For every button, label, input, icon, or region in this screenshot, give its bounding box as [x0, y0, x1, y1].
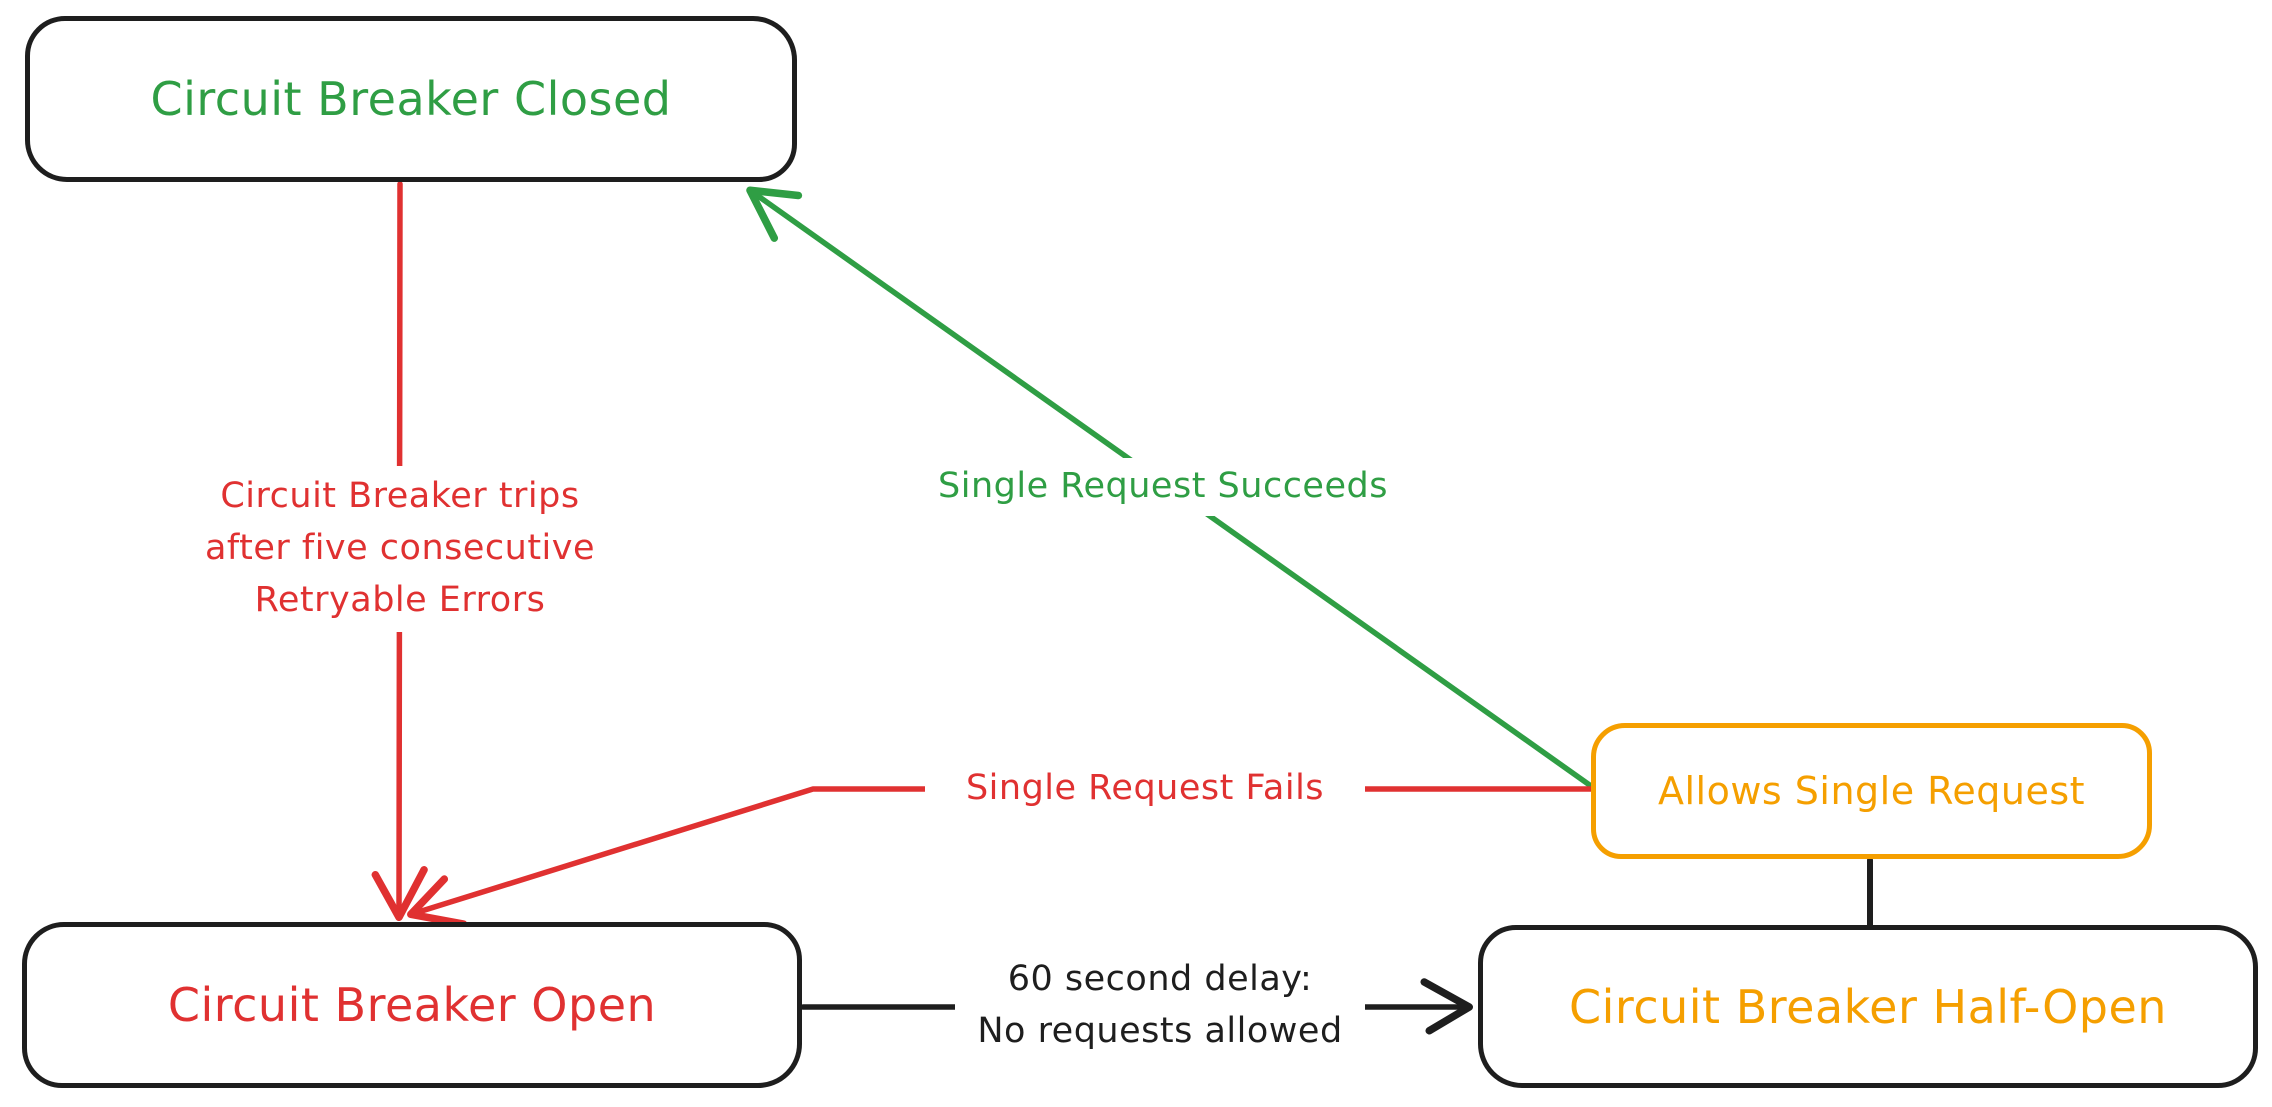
edge-trips-label: Circuit Breaker trips after five consecu…: [150, 466, 650, 632]
node-circuit-breaker-half-open-label: Circuit Breaker Half-Open: [1569, 979, 2167, 1034]
node-circuit-breaker-closed: Circuit Breaker Closed: [25, 16, 797, 182]
edge-delay-label: 60 second delay: No requests allowed: [955, 952, 1365, 1060]
edge-delay-label-line-1: 60 second delay:: [1007, 959, 1313, 1000]
node-circuit-breaker-open: Circuit Breaker Open: [22, 922, 802, 1088]
edge-trips-label-line-1: Circuit Breaker trips: [220, 476, 580, 517]
node-allows-single-request: Allows Single Request: [1591, 723, 2152, 859]
edge-succeeds-label: Single Request Succeeds: [913, 458, 1413, 516]
edge-trips-label-line-3: Retryable Errors: [254, 579, 546, 620]
edge-delay-label-line-2: No requests allowed: [977, 1011, 1343, 1051]
node-circuit-breaker-half-open: Circuit Breaker Half-Open: [1478, 925, 2258, 1088]
node-circuit-breaker-closed-label: Circuit Breaker Closed: [150, 72, 672, 126]
edge-fails-label: Single Request Fails: [925, 760, 1365, 818]
node-circuit-breaker-open-label: Circuit Breaker Open: [167, 978, 657, 1032]
node-allows-single-request-label: Allows Single Request: [1657, 769, 2086, 813]
edge-succeeds-label-text: Single Request Succeeds: [938, 466, 1388, 507]
edge-fails-label-text: Single Request Fails: [965, 768, 1325, 809]
edge-trips-label-line-2: after five consecutive: [204, 528, 596, 569]
